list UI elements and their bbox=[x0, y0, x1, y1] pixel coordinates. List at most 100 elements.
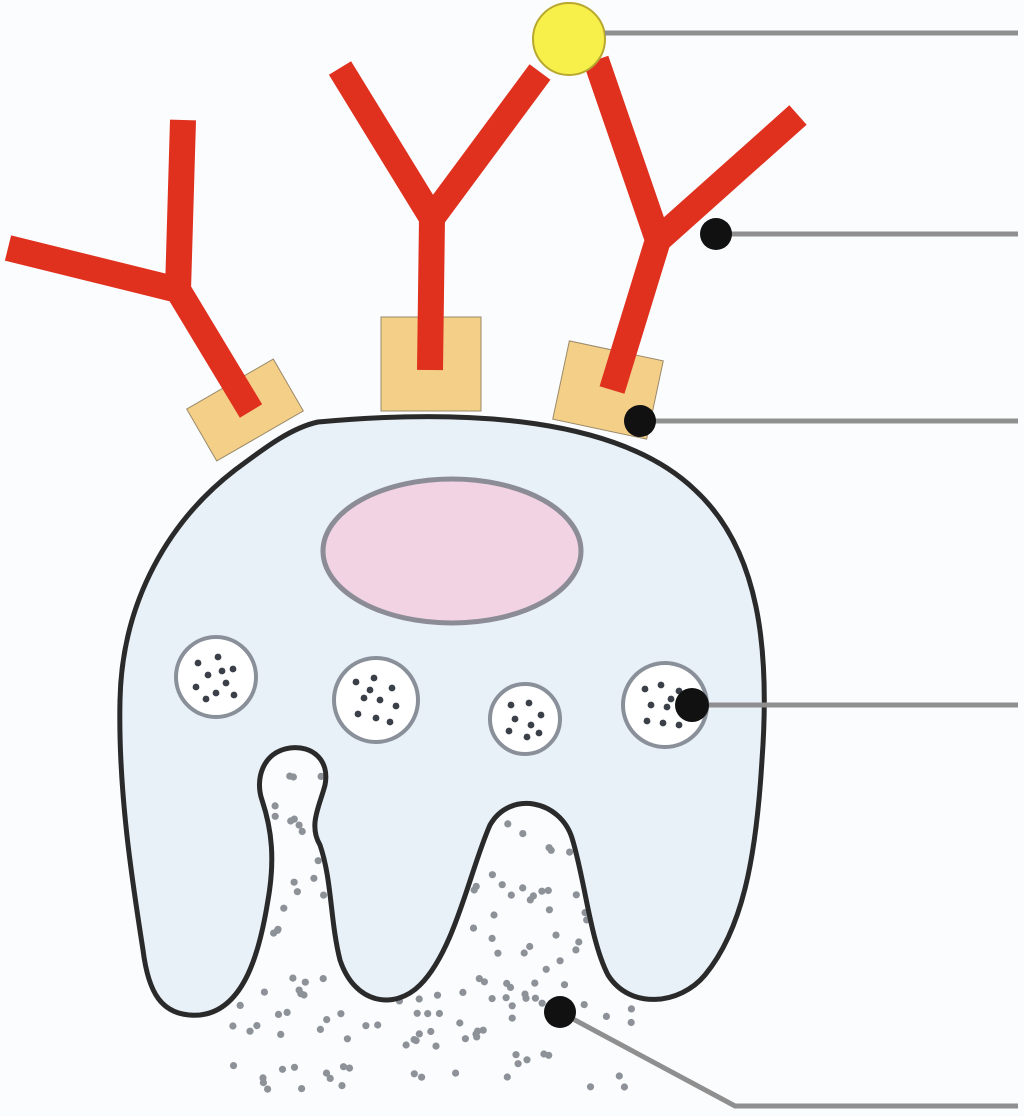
mediator-dot bbox=[295, 986, 303, 994]
mediator-dot bbox=[293, 888, 301, 896]
mediator-dot bbox=[274, 925, 282, 933]
mediator-dot bbox=[488, 995, 496, 1003]
mediator-dot bbox=[523, 1056, 531, 1064]
granule-dot bbox=[527, 721, 535, 729]
granule-dot bbox=[214, 653, 222, 661]
mediator-dot bbox=[289, 974, 297, 982]
granule-dot bbox=[647, 701, 655, 709]
mediator-dot bbox=[572, 946, 580, 954]
mediator-dot bbox=[469, 924, 478, 932]
mediator-dot bbox=[538, 999, 546, 1007]
mediator-dot bbox=[494, 949, 502, 957]
mediator-dot bbox=[503, 1073, 511, 1081]
mediator-dot bbox=[374, 1021, 382, 1029]
mediator-dot bbox=[319, 975, 327, 983]
mediator-dot bbox=[575, 938, 583, 946]
mediator-dot bbox=[531, 994, 540, 1002]
mediator-dot bbox=[520, 949, 528, 957]
pointer-dot-receptor bbox=[624, 405, 656, 437]
mediator-dot bbox=[280, 904, 288, 912]
mediator-dot bbox=[345, 1064, 354, 1072]
mediator-dot bbox=[512, 1051, 520, 1059]
granule-dot bbox=[388, 684, 396, 692]
mediator-dot bbox=[544, 886, 552, 895]
mediator-dot bbox=[277, 1030, 285, 1038]
granules bbox=[174, 635, 709, 756]
mediator-dot bbox=[362, 1022, 370, 1030]
granule-dot bbox=[667, 695, 675, 703]
mediator-dot bbox=[566, 848, 574, 856]
granule-dot bbox=[505, 727, 513, 735]
granule-dot bbox=[525, 699, 533, 707]
granule-dot bbox=[535, 729, 543, 737]
mediator-dot bbox=[229, 1022, 237, 1030]
mediator-dot bbox=[290, 1063, 299, 1071]
mediator-dot bbox=[531, 979, 539, 987]
mediator-dot bbox=[316, 1025, 324, 1033]
granule-dot bbox=[641, 685, 649, 693]
antibody-left-arm bbox=[4, 235, 182, 303]
mediator-dot bbox=[229, 1062, 238, 1070]
mediator-dot bbox=[424, 1010, 432, 1018]
mediator-dot bbox=[490, 911, 498, 919]
mediator-dot bbox=[402, 1041, 410, 1049]
mediator-dot bbox=[310, 874, 318, 882]
mediator-dot bbox=[322, 1069, 331, 1077]
mediator-dot bbox=[317, 772, 325, 781]
mediator-dot bbox=[540, 1050, 548, 1058]
mediator-dot bbox=[479, 1026, 487, 1034]
mediator-dot bbox=[586, 1083, 595, 1091]
granule-dot bbox=[352, 678, 360, 686]
granule-dot bbox=[386, 718, 394, 726]
granule-dot bbox=[218, 667, 226, 675]
mediator-dot bbox=[289, 773, 297, 781]
granule-dot bbox=[507, 701, 515, 709]
mediator-dot bbox=[339, 1063, 348, 1071]
mediator-dot bbox=[556, 957, 564, 965]
mediator-dot bbox=[338, 1082, 346, 1090]
mediator-dot bbox=[627, 1018, 635, 1027]
mediator-dot bbox=[620, 1083, 629, 1091]
mediator-dot bbox=[415, 995, 423, 1003]
cell-body bbox=[117, 414, 767, 1018]
mediator-dot bbox=[271, 812, 279, 820]
mediator-dot bbox=[602, 1012, 611, 1021]
mediator-dot bbox=[519, 884, 527, 892]
mediator-dot bbox=[314, 857, 322, 865]
antigen bbox=[532, 2, 606, 76]
granule-dot bbox=[372, 714, 380, 722]
mediator-dot bbox=[326, 1074, 334, 1082]
nucleus bbox=[320, 476, 584, 626]
mediator-dot bbox=[260, 988, 268, 996]
mediator-dot bbox=[264, 1085, 272, 1093]
granule-dot bbox=[537, 711, 545, 719]
pointer-dots bbox=[544, 218, 732, 1028]
mediator-dot bbox=[298, 1085, 306, 1093]
mediator-dot bbox=[271, 802, 279, 810]
mediator-dot bbox=[627, 1005, 636, 1013]
mediator-dot bbox=[432, 1042, 440, 1050]
pointer-dot-released-mediators bbox=[544, 996, 576, 1028]
pointer-dot-antibody bbox=[700, 218, 732, 250]
granule-dot bbox=[511, 715, 519, 723]
granule-dot bbox=[222, 679, 230, 687]
mediator-dot bbox=[298, 827, 306, 836]
mediator-dot bbox=[418, 1073, 426, 1081]
mediator-dot bbox=[433, 991, 442, 999]
mediator-dot bbox=[413, 1009, 421, 1017]
mediator-dot bbox=[488, 934, 496, 943]
granule-dot bbox=[229, 665, 237, 673]
granule-dot bbox=[354, 710, 362, 718]
granule-2 bbox=[332, 656, 420, 744]
mediator-dot bbox=[295, 821, 303, 829]
mediator-dot bbox=[452, 1069, 460, 1077]
granule-dot bbox=[230, 691, 238, 699]
granule-dot bbox=[659, 719, 667, 727]
granule-dot bbox=[366, 686, 374, 694]
antibody-middle-arm bbox=[421, 64, 551, 226]
mediator-dot bbox=[507, 891, 515, 899]
mediator-dot bbox=[488, 871, 496, 879]
mediator-dot bbox=[519, 830, 527, 838]
mediator-dot bbox=[253, 1022, 261, 1030]
mediator-dot bbox=[290, 878, 298, 886]
